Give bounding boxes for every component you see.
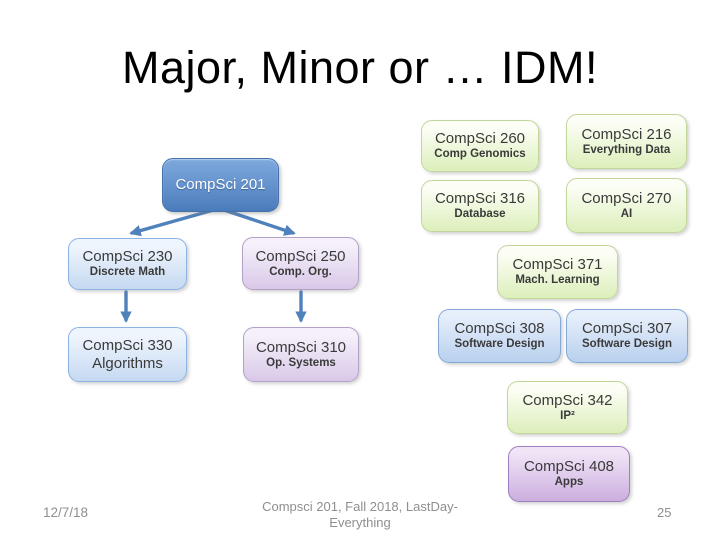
course-box-compsci-342: CompSci 342 IP²: [507, 381, 628, 434]
course-number: CompSci 342: [522, 391, 613, 409]
course-name: Mach. Learning: [515, 274, 600, 287]
course-number: CompSci 230: [82, 248, 173, 266]
course-name: Comp. Org.: [269, 265, 332, 278]
course-name: Software Design: [581, 338, 673, 351]
course-number: CompSci 330: [82, 336, 173, 354]
course-box-compsci-250: CompSci 250 Comp. Org.: [242, 237, 359, 290]
course-number: CompSci 201: [175, 176, 266, 193]
course-box-compsci-230: CompSci 230 Discrete Math: [68, 238, 187, 290]
arrow-cs201-to-cs250: [219, 207, 296, 236]
footer-caption-line2: Everything: [329, 515, 391, 531]
course-number: CompSci 408: [523, 458, 615, 476]
course-number: CompSci 307: [581, 320, 673, 338]
footer-date: 12/7/18: [43, 505, 89, 520]
footer-caption: Compsci 201, Fall 2018, LastDay- Everyth…: [0, 499, 720, 532]
course-name: Op. Systems: [266, 356, 336, 369]
course-name: Comp Genomics: [434, 148, 526, 161]
course-box-compsci-307: CompSci 307 Software Design: [566, 309, 688, 363]
course-number: CompSci 308: [454, 320, 545, 338]
course-box-compsci-308: CompSci 308 Software Design: [438, 309, 561, 363]
course-box-compsci-408: CompSci 408 Apps: [508, 446, 630, 502]
course-box-compsci-260: CompSci 260 Comp Genomics: [421, 120, 539, 172]
course-number: CompSci 216: [581, 125, 672, 143]
course-number: CompSci 316: [434, 190, 526, 208]
course-name: IP²: [560, 409, 575, 422]
course-name: Everything Data: [582, 143, 671, 156]
course-name: Discrete Math: [89, 266, 166, 279]
course-box-compsci-270: CompSci 270 AI: [566, 178, 687, 233]
course-number: CompSci 260: [434, 130, 526, 148]
arrow-cs201-to-cs230: [129, 207, 219, 237]
course-name: Database: [454, 208, 506, 221]
course-box-compsci-310: CompSci 310 Op. Systems: [243, 327, 359, 382]
course-number: CompSci 371: [512, 256, 603, 274]
course-name: AI: [620, 207, 633, 220]
course-number: CompSci 250: [255, 247, 346, 265]
course-name: Apps: [554, 476, 584, 489]
slide-number: 25: [657, 505, 672, 520]
course-box-compsci-216: CompSci 216 Everything Data: [566, 114, 687, 169]
course-name: Algorithms: [92, 354, 163, 372]
footer-caption-line1: Compsci 201, Fall 2018, LastDay-: [262, 499, 458, 514]
course-number: CompSci 310: [255, 338, 347, 356]
course-box-compsci-201: CompSci 201: [162, 158, 279, 212]
course-box-compsci-316: CompSci 316 Database: [421, 180, 539, 232]
course-box-compsci-330: CompSci 330 Algorithms: [68, 327, 187, 382]
course-number: CompSci 270: [581, 189, 672, 207]
course-name: Software Design: [454, 338, 545, 351]
slide-title: Major, Minor or … IDM!: [121, 42, 599, 93]
course-box-compsci-371: CompSci 371 Mach. Learning: [497, 245, 618, 299]
